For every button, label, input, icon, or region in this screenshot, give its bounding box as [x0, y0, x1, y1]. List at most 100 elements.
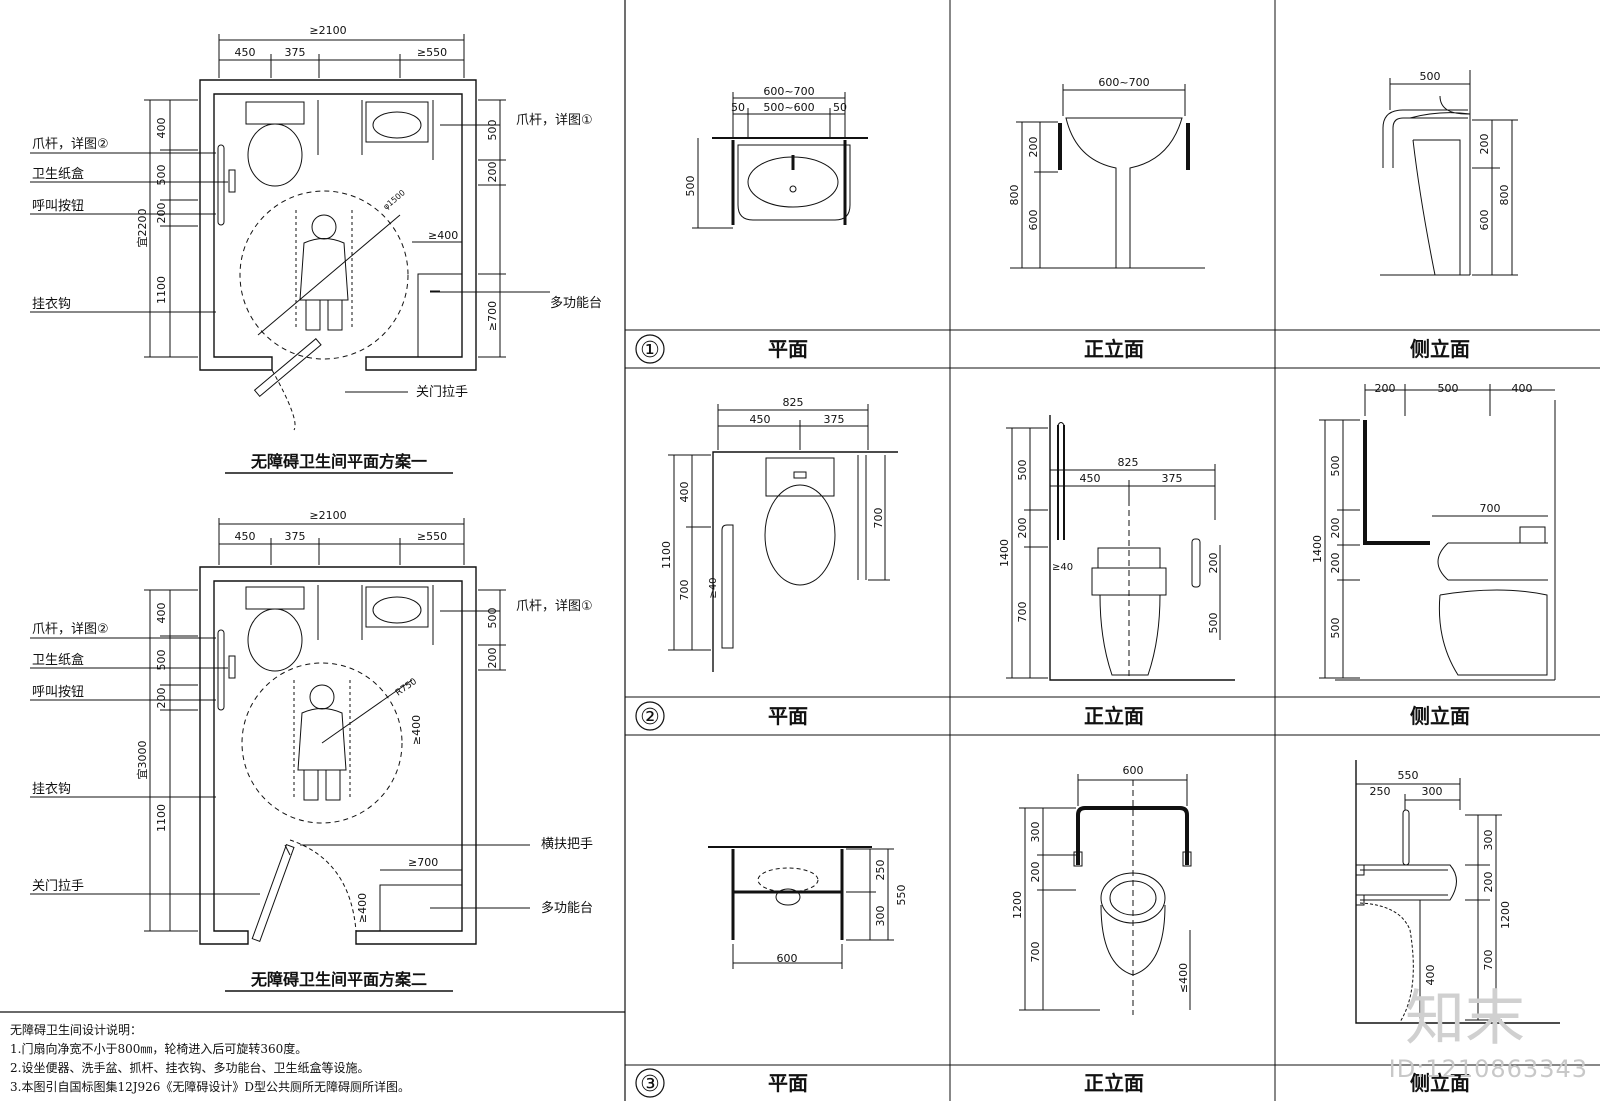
plan2-label-grab-bar-1: 爪杆，详图①	[516, 599, 593, 614]
r2-front-sub0: 450	[1080, 472, 1101, 485]
r2-front-gap: ≥40	[1052, 562, 1073, 573]
plan2-dim-400: ≥400	[410, 715, 423, 745]
plan2-left-v1: 500	[155, 650, 168, 671]
r3-side-right0: 300	[1482, 830, 1495, 851]
row1-plan-caption: 平面	[768, 337, 808, 361]
r1-plan-sub0: 50	[731, 101, 745, 114]
r2-plan-total: 1100	[660, 541, 673, 569]
row3-plan-caption: 平面	[768, 1071, 808, 1095]
r2-plan-sub0: 450	[750, 413, 771, 426]
r3-side-total: 1200	[1499, 901, 1512, 929]
detail-row-2-text: 825 450 375 400 700 1100 ≥40 700 825 450…	[660, 382, 1533, 639]
row1-front-caption: 正立面	[1084, 337, 1144, 361]
r3-front-left1: 200	[1029, 862, 1042, 883]
plan-1	[30, 34, 550, 431]
notes-item-2: 2.设坐便器、洗手盆、抓杆、挂衣钩、多功能台、卫生纸盒等设施。	[10, 1061, 370, 1075]
r2-plan-top: 825	[783, 396, 804, 409]
watermark-logo: 知末	[1405, 984, 1525, 1054]
r2-front-sub1: 375	[1162, 472, 1183, 485]
plan1-left-v1: 500	[155, 165, 168, 186]
r3-front-left2: 700	[1029, 942, 1042, 963]
detail-row-3	[708, 760, 1560, 1024]
row2-plan-caption: 平面	[768, 704, 808, 728]
r1-side-total: 800	[1498, 185, 1511, 206]
r3-plan-right1: 300	[874, 906, 887, 927]
r1-plan-sub1: 500~600	[763, 101, 814, 114]
plan1-left-v2: 200	[155, 203, 168, 224]
r2-side-bar: 700	[1480, 502, 1501, 515]
r2-plan-right: 700	[872, 508, 885, 529]
plan1-label-call: 呼叫按钮	[32, 199, 84, 214]
plan2-radius: R750	[394, 677, 419, 699]
plan2-label-call: 呼叫按钮	[32, 685, 84, 700]
notes-item-3: 3.本图引自国标图集12J926《无障碍设计》D型公共厕所无障碍厕所详图。	[10, 1080, 411, 1094]
plan2-label-tissue: 卫生纸盒	[32, 652, 84, 668]
plan1-dim-c: ≥550	[417, 46, 447, 59]
plan2-left-v3: 1100	[155, 804, 168, 832]
notes-item-1: 1.门扇向净宽不小于800㎜，轮椅进入后可旋转360度。	[10, 1042, 308, 1056]
r2-front-left0: 500	[1016, 460, 1029, 481]
plan1-left-v0: 400	[155, 118, 168, 139]
row1-side-caption: 侧立面	[1410, 337, 1470, 361]
plan-2-text: ≥2100 450 375 ≥550 400 500 200 1100 宜300…	[32, 509, 593, 989]
plan-2	[30, 518, 530, 945]
r2-front-right1: 500	[1207, 613, 1220, 634]
plan2-label-counter: 多功能台	[541, 900, 593, 916]
r2-side-total: 1400	[1311, 535, 1324, 563]
plan1-label-hook: 挂衣钩	[32, 296, 71, 312]
r1-side-right0: 200	[1478, 134, 1491, 155]
plan2-right-v0: 500	[486, 608, 499, 629]
plan2-left-v2: 200	[155, 688, 168, 709]
detail-row-2	[668, 384, 1556, 681]
r1-plan-sub2: 50	[833, 101, 847, 114]
r2-side-left3: 500	[1329, 618, 1342, 639]
r2-side-top2: 400	[1512, 382, 1533, 395]
plan1-left-total: 宜2200	[135, 209, 149, 248]
r3-front-right: ≤400	[1177, 963, 1190, 993]
plan2-dim-400b: ≥400	[356, 893, 369, 923]
r3-plan-right0: 250	[874, 860, 887, 881]
plan1-label-door-pull: 关门拉手	[416, 385, 468, 400]
plan1-label-tissue: 卫生纸盒	[32, 166, 84, 182]
r2-front-left1: 200	[1016, 518, 1029, 539]
plan1-label-counter: 多功能台	[550, 295, 602, 311]
r1-plan-left: 500	[684, 176, 697, 197]
r3-front-left0: 300	[1029, 822, 1042, 843]
r3-side-sub0: 250	[1370, 785, 1391, 798]
r3-front-total: 1200	[1011, 891, 1024, 919]
r3-side-sub1: 300	[1422, 785, 1443, 798]
detail-row-3-text: 250 300 550 600 600 300 200 700 1200 ≤40…	[777, 764, 1513, 993]
plan1-left-v3: 1100	[155, 276, 168, 304]
r3-plan-total: 550	[895, 885, 908, 906]
plan2-right-v1: 200	[486, 648, 499, 669]
row2-marker: ②	[640, 705, 660, 730]
row2-side-caption: 侧立面	[1410, 704, 1470, 728]
r1-front-left1: 600	[1027, 210, 1040, 231]
plan2-label-door-pull: 关门拉手	[32, 879, 84, 894]
row3-marker: ③	[640, 1072, 660, 1097]
plan1-dim-b: 375	[285, 46, 306, 59]
plan2-label-hook: 挂衣钩	[32, 781, 71, 797]
r2-side-left2: 200	[1329, 553, 1342, 574]
r2-side-top0: 200	[1375, 382, 1396, 395]
plan2-label-h-handle: 横扶把手	[541, 837, 593, 852]
plan1-dim-a: 450	[235, 46, 256, 59]
row-captions: ① 平面 正立面 侧立面 ② 平面 正立面 侧立面 ③ 平面 正立面 侧立面	[635, 334, 1470, 1098]
plan2-dim-c: ≥550	[417, 530, 447, 543]
plan2-dim-700: ≥700	[408, 856, 438, 869]
r3-front-top: 600	[1123, 764, 1144, 777]
r2-plan-sub1: 375	[824, 413, 845, 426]
row1-marker: ①	[640, 338, 660, 363]
detail-row-1	[692, 70, 1518, 276]
plan2-dim-a: 450	[235, 530, 256, 543]
r1-front-top: 600~700	[1098, 76, 1149, 89]
plan2-title: 无障碍卫生间平面方案二	[250, 970, 427, 989]
plan1-label-grab-bar-1: 爪杆，详图①	[516, 113, 593, 128]
plan1-dim-total: ≥2100	[309, 24, 346, 37]
notes-heading: 无障碍卫生间设计说明：	[10, 1023, 143, 1037]
r2-plan-left1: 700	[678, 580, 691, 601]
plan1-diam: φ1500	[382, 188, 407, 211]
r3-side-extra: 700	[1482, 950, 1495, 971]
